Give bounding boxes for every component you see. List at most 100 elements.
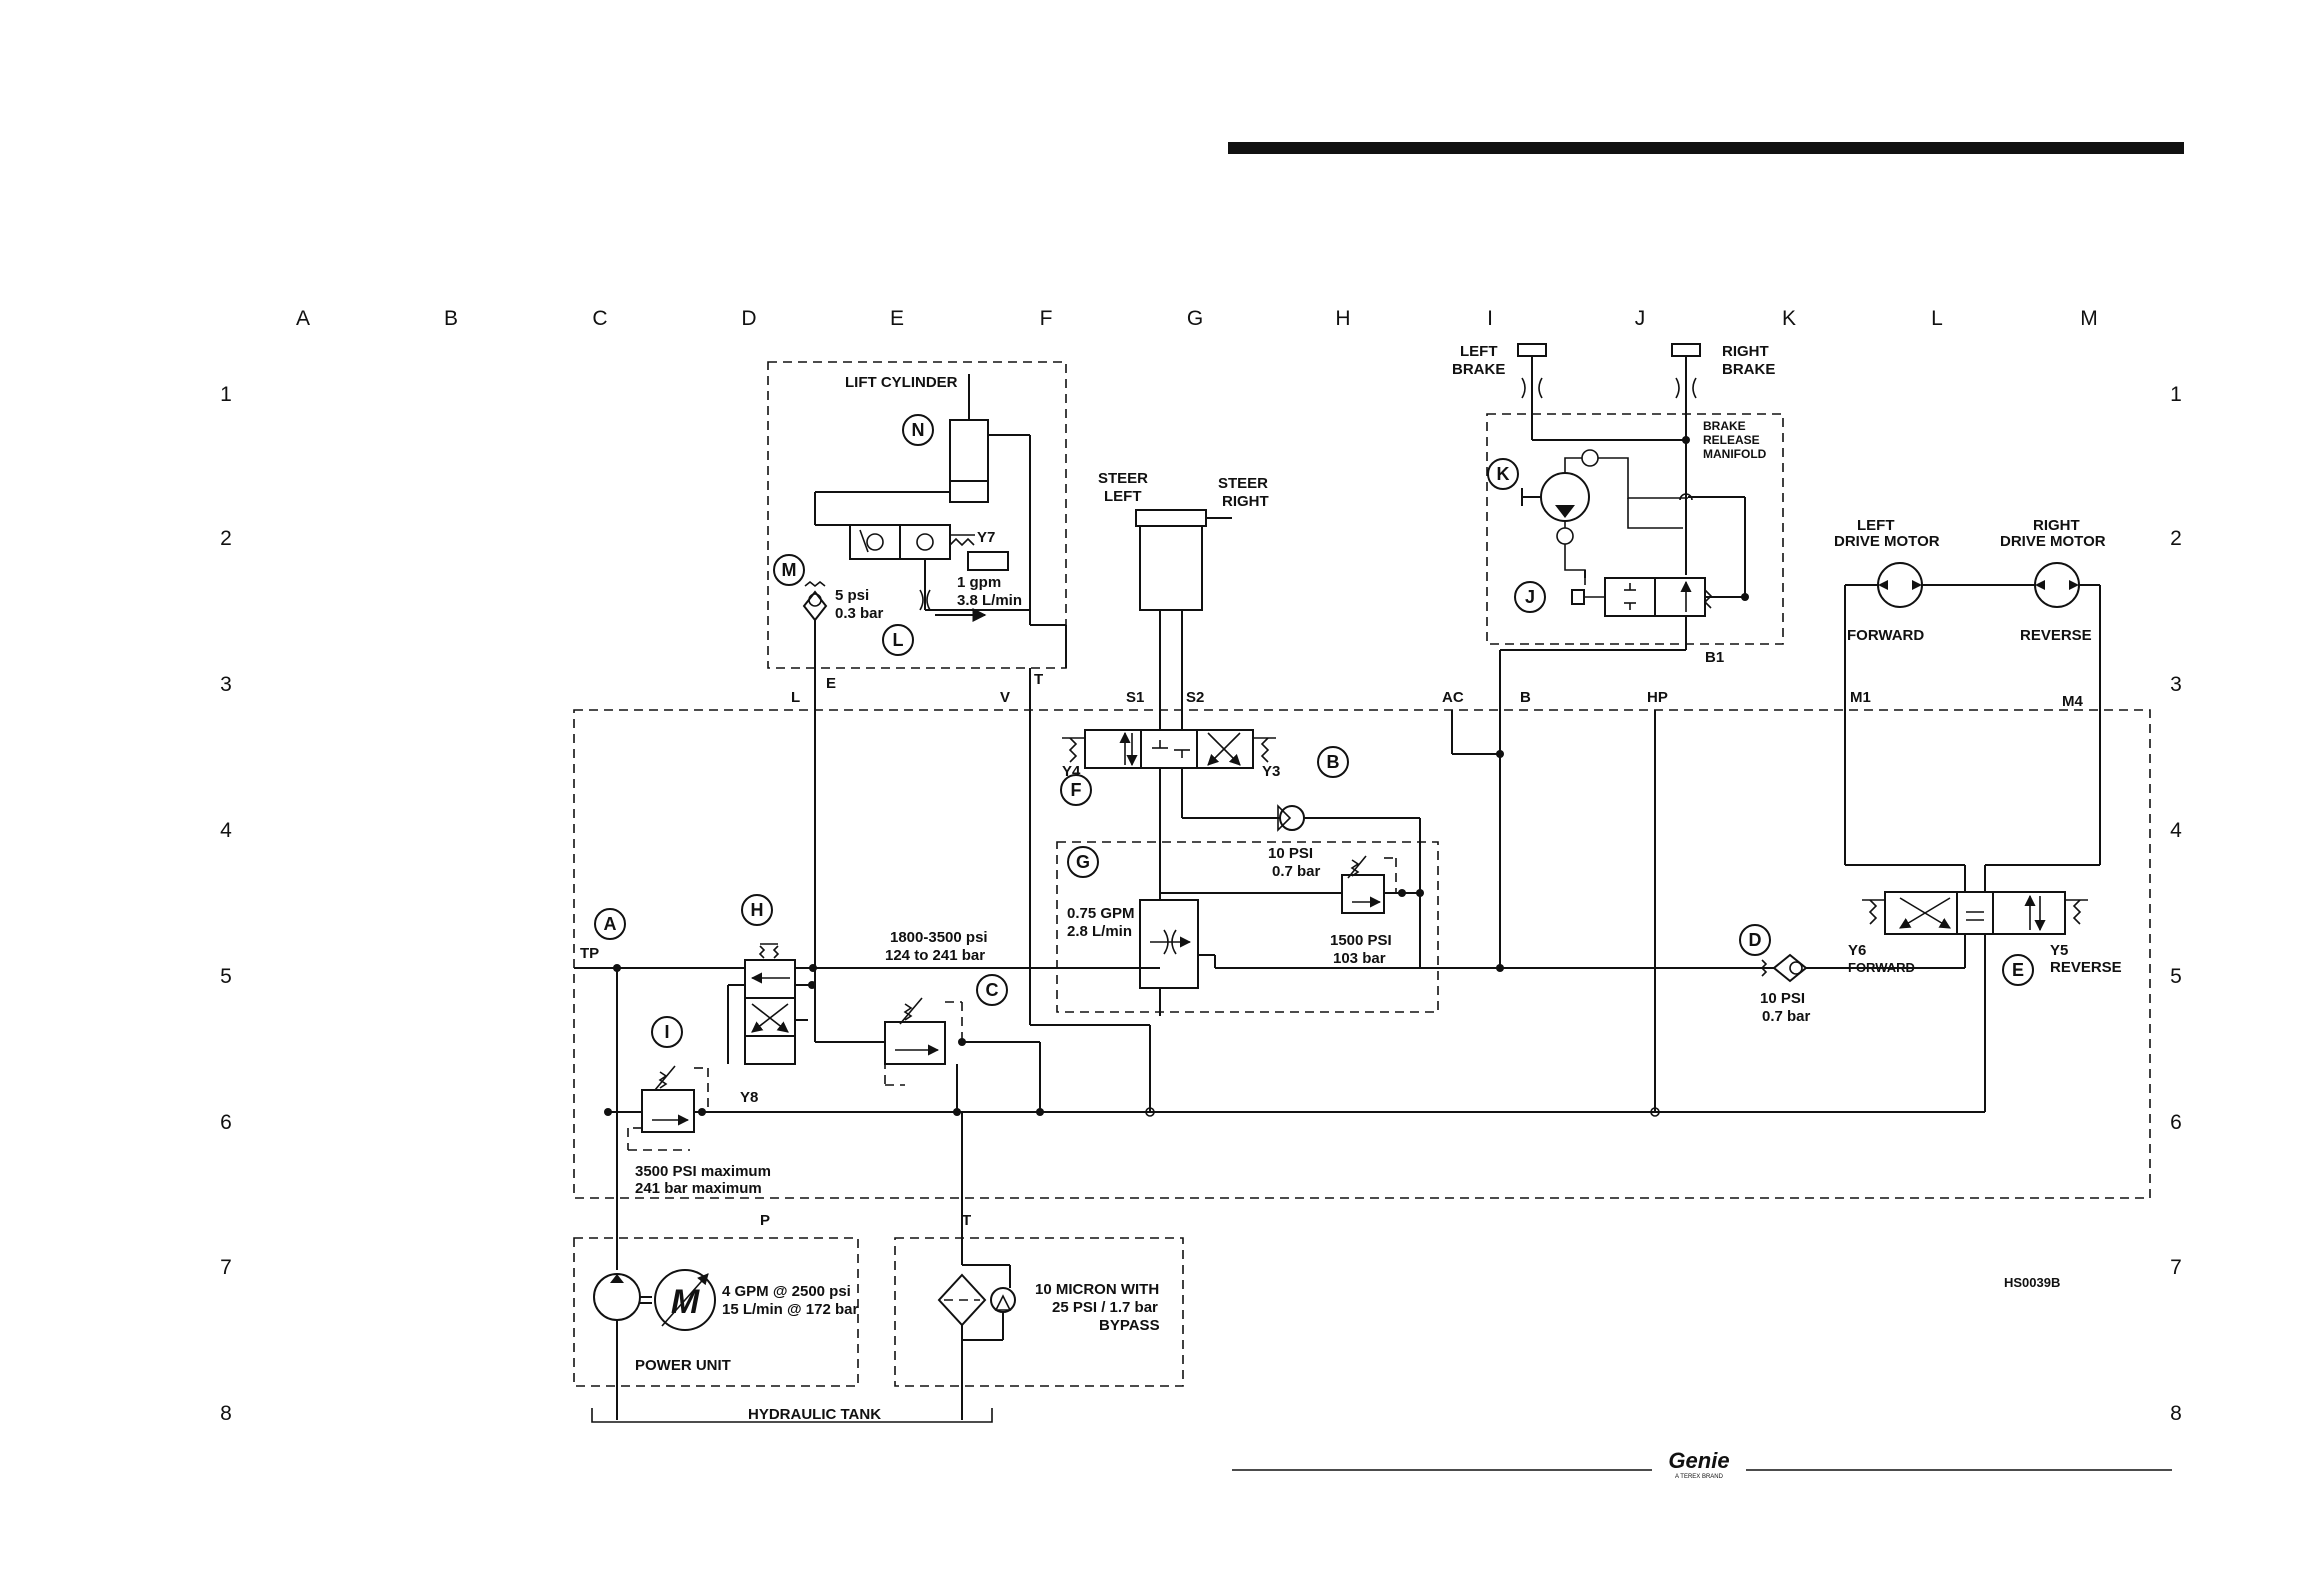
col-label: H	[1335, 307, 1350, 330]
pump-label: 4 GPM @ 2500 psi	[722, 1283, 851, 1300]
callout-m: M	[773, 554, 805, 586]
steer-right-label: RIGHT	[1222, 493, 1269, 510]
component-callouts: A B C D E F G H I J K L M N	[594, 414, 2034, 1048]
steer-check-label: 0.7 bar	[1272, 863, 1321, 880]
port-b: B	[1520, 689, 1531, 706]
svg-text:J: J	[1525, 587, 1535, 607]
right-brake-label: RIGHT	[1722, 343, 1769, 360]
return-filter: 10 MICRON WITH 25 PSI / 1.7 bar BYPASS	[937, 1112, 1160, 1420]
port-hp: HP	[1647, 689, 1668, 706]
port-s1: S1	[1126, 689, 1144, 706]
check-m-label: 0.3 bar	[835, 605, 884, 622]
steer-left-label: LEFT	[1104, 488, 1142, 505]
col-label: J	[1635, 307, 1646, 330]
y7-holding-valve: Y7	[815, 524, 1030, 611]
y3-label: Y3	[1262, 763, 1280, 780]
y5-reverse-label: REVERSE	[2050, 959, 2122, 976]
left-brake-label: LEFT	[1460, 343, 1498, 360]
brake-manifold-enclosure	[1486, 413, 1784, 645]
svg-text:E: E	[2012, 960, 2024, 980]
left-drive-motor-label: DRIVE MOTOR	[1834, 533, 1940, 550]
svg-text:D: D	[1749, 930, 1762, 950]
flow-g-label: 0.75 GPM	[1067, 905, 1135, 922]
svg-text:C: C	[986, 980, 999, 1000]
row-label: 4	[2170, 819, 2182, 842]
callout-k: K	[1487, 458, 1519, 490]
check-m-label: 5 psi	[835, 587, 869, 604]
steer-check-and-relief: 10 PSI 0.7 bar 1500 PSI 103 bar	[1160, 804, 1424, 969]
col-label: F	[1040, 307, 1053, 330]
col-label: L	[1931, 307, 1943, 330]
callout-d: D	[1739, 924, 1771, 956]
relief-valve-c: 1800-3500 psi 124 to 241 bar	[884, 929, 988, 1112]
col-label: K	[1782, 307, 1796, 330]
lift-cylinder-enclosure	[767, 361, 1067, 669]
relief-valve-i: 3500 PSI maximum 241 bar maximum	[616, 968, 771, 1197]
lift-cylinder-label: LIFT CYLINDER	[845, 374, 958, 391]
row-label: 2	[220, 527, 232, 550]
col-label: I	[1487, 307, 1493, 330]
row-label: 8	[2170, 1402, 2182, 1425]
port-b1: B1	[1705, 649, 1724, 666]
check-valve-m: 5 psi 0.3 bar	[802, 580, 884, 710]
callout-e: E	[2002, 954, 2034, 986]
callout-c: C	[976, 974, 1008, 1006]
port-t2: T	[962, 1212, 971, 1229]
port-p: P	[760, 1212, 770, 1229]
svg-text:N: N	[912, 420, 925, 440]
callout-j: J	[1514, 581, 1546, 613]
check-valve-d: 10 PSI 0.7 bar	[1760, 953, 1811, 1025]
power-unit-enclosure	[573, 1237, 859, 1387]
port-t: T	[1034, 671, 1043, 688]
brake-manifold-label: BRAKE	[1703, 419, 1746, 433]
genie-logo: Genie	[1668, 1448, 1729, 1473]
callout-a: A	[594, 908, 626, 940]
steer-subassembly-enclosure	[1056, 841, 1439, 1013]
steer-left-label: STEER	[1098, 470, 1148, 487]
port-m1: M1	[1850, 689, 1871, 706]
callout-l: L	[882, 624, 914, 656]
callout-g: G	[1067, 846, 1099, 878]
y5-reverse-label: Y5	[2050, 942, 2068, 959]
power-unit-label: POWER UNIT	[635, 1357, 731, 1374]
grid-columns: A B C D E F G H I J K L M	[296, 307, 2098, 330]
genie-logo-subtitle: A TEREX BRAND	[1675, 1474, 1724, 1480]
svg-text:I: I	[664, 1022, 669, 1042]
svg-text:A: A	[604, 914, 617, 934]
steer-cylinder: STEER LEFT STEER RIGHT	[1098, 470, 1269, 735]
port-labels: L E V T S1 S2 AC B HP M1 M4 B1 TP P T	[580, 649, 2083, 1229]
relief-c-label: 124 to 241 bar	[885, 947, 985, 964]
steer-directional-valve: Y4 Y3	[1062, 729, 1280, 1016]
svg-text:G: G	[1076, 852, 1090, 872]
port-s2: S2	[1186, 689, 1204, 706]
callout-b: B	[1317, 746, 1349, 778]
row-label: 8	[220, 1402, 232, 1425]
callout-n: N	[902, 414, 934, 446]
callout-i: I	[651, 1016, 683, 1048]
left-drive-motor-label: LEFT	[1857, 517, 1895, 534]
main-manifold-enclosure	[573, 709, 2151, 1199]
drive-motors: LEFT DRIVE MOTOR RIGHT DRIVE MOTOR FORWA…	[1834, 517, 2106, 865]
port-m4: M4	[2062, 693, 2083, 710]
y8-label: Y8	[740, 1089, 758, 1106]
check-d-label: 0.7 bar	[1762, 1008, 1811, 1025]
col-label: A	[296, 307, 310, 330]
steer-relief-label: 1500 PSI	[1330, 932, 1392, 949]
y6-forward-label: Y6	[1848, 942, 1866, 959]
port-tp: TP	[580, 945, 599, 962]
row-label: 1	[2170, 383, 2182, 406]
svg-text:B: B	[1327, 752, 1340, 772]
col-label: E	[890, 307, 904, 330]
lift-directional-valve-h: Y8	[727, 943, 816, 1106]
col-label: M	[2080, 307, 2098, 330]
power-unit: M 4 GPM @ 2500 psi 15 L/min @ 172 bar PO…	[593, 1112, 859, 1420]
filter-label: 25 PSI / 1.7 bar	[1052, 1299, 1158, 1316]
brake-release-valve-j	[1499, 496, 1749, 754]
port-ac: AC	[1442, 689, 1464, 706]
pump-label: 15 L/min @ 172 bar	[722, 1301, 859, 1318]
hand-pump-k	[1521, 449, 1693, 585]
steer-check-label: 10 PSI	[1268, 845, 1313, 862]
row-label: 4	[220, 819, 232, 842]
callout-f: F	[1060, 774, 1092, 806]
